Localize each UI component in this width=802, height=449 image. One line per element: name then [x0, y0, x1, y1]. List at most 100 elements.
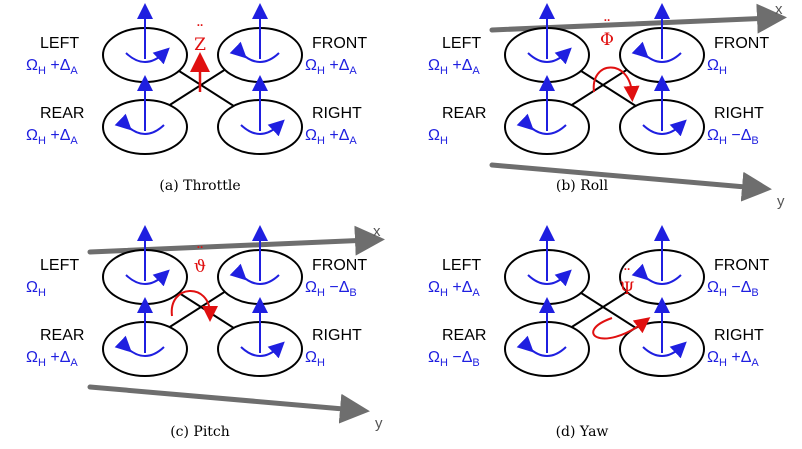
label-delta: Δ	[741, 279, 752, 296]
label-op: +	[50, 349, 59, 366]
equation-right: ΩH +ΔA	[707, 349, 759, 369]
label-op: +	[452, 57, 461, 74]
label-sub2: B	[349, 287, 356, 299]
equation-right: ΩH	[305, 349, 325, 369]
rotation-arrow-icon	[229, 263, 280, 285]
label-omega: Ω	[428, 279, 440, 296]
label-op: −	[329, 279, 338, 296]
rotation-arrow-icon	[125, 47, 170, 65]
label-delta: Δ	[462, 279, 473, 296]
equation-right: ΩH −ΔB	[707, 127, 759, 147]
label-op: +	[329, 57, 338, 74]
label-omega: Ω	[428, 349, 440, 366]
double-dot: ¨	[623, 266, 632, 286]
label-right: RIGHT	[714, 327, 764, 344]
label-sub1: H	[440, 357, 448, 369]
rotor-right	[619, 297, 705, 377]
equation-front: ΩH −ΔB	[707, 279, 759, 299]
label-sub2: A	[349, 135, 357, 147]
label-sub1: H	[719, 65, 727, 77]
rotation-arrow-icon	[642, 341, 687, 359]
rotation-arrow-icon	[240, 341, 285, 359]
rotation-arrow-icon	[516, 335, 567, 357]
rotor-right	[217, 297, 303, 377]
label-omega: Ω	[305, 349, 317, 366]
rotation-arrow-icon	[229, 41, 280, 63]
label-front: FRONT	[312, 35, 367, 52]
label-right: RIGHT	[312, 105, 362, 122]
double-dot: ¨	[196, 22, 205, 42]
label-omega: Ω	[707, 127, 719, 144]
accel-symbol: Φ	[600, 30, 614, 50]
label-omega: Ω	[305, 57, 317, 74]
y-axis-arrow	[87, 384, 370, 424]
label-sub1: H	[38, 135, 46, 147]
y-axis-label: y	[777, 193, 785, 210]
panel-caption: (d) Yaw	[556, 424, 609, 440]
label-rear: REAR	[40, 327, 84, 344]
label-op: −	[731, 279, 740, 296]
rotor-left	[504, 3, 590, 83]
label-omega: Ω	[428, 57, 440, 74]
label-delta: Δ	[60, 349, 71, 366]
label-sub2: A	[472, 65, 480, 77]
equation-left: ΩH +ΔA	[26, 57, 78, 77]
label-sub2: A	[751, 357, 759, 369]
rotation-arrow-icon	[527, 47, 572, 65]
equation-rear: ΩH	[428, 127, 448, 147]
rotor-front	[217, 3, 303, 83]
label-omega: Ω	[26, 57, 38, 74]
label-sub1: H	[440, 65, 448, 77]
label-delta: Δ	[339, 57, 350, 74]
rotation-arrow-icon	[642, 119, 687, 137]
label-sub2: B	[751, 287, 758, 299]
label-right: RIGHT	[714, 105, 764, 122]
label-sub1: H	[38, 65, 46, 77]
label-op: +	[452, 279, 461, 296]
label-sub1: H	[317, 287, 325, 299]
rotor-left	[102, 225, 188, 305]
rotor-rear	[102, 297, 188, 377]
label-omega: Ω	[26, 349, 38, 366]
torque-arrow-icon	[592, 66, 640, 102]
label-omega: Ω	[707, 279, 719, 296]
label-omega: Ω	[707, 57, 719, 74]
rotor-left	[504, 225, 590, 305]
rotor-right	[217, 75, 303, 155]
label-omega: Ω	[428, 127, 440, 144]
x-axis-label: x	[775, 1, 783, 18]
label-sub1: H	[719, 357, 727, 369]
label-omega: Ω	[26, 127, 38, 144]
rotor-rear	[504, 75, 590, 155]
y-axis-arrow	[489, 162, 772, 202]
label-right: RIGHT	[312, 327, 362, 344]
label-sub2: A	[472, 287, 480, 299]
label-delta: Δ	[462, 349, 473, 366]
label-rear: REAR	[442, 105, 486, 122]
label-left: LEFT	[40, 257, 79, 274]
accel-symbol: Ψ	[620, 279, 635, 299]
rotor-rear	[102, 75, 188, 155]
label-op: +	[329, 127, 338, 144]
label-op: −	[452, 349, 461, 366]
label-delta: Δ	[741, 349, 752, 366]
label-op: +	[50, 57, 59, 74]
rotor-rear	[504, 297, 590, 377]
rotor-left	[102, 3, 188, 83]
panel-caption: (a) Throttle	[159, 178, 240, 194]
double-dot: ¨	[196, 244, 205, 264]
label-sub1: H	[317, 65, 325, 77]
label-left: LEFT	[442, 257, 481, 274]
rotation-arrow-icon	[631, 263, 682, 285]
rotation-arrow-icon	[240, 119, 285, 137]
rotation-arrow-icon	[516, 113, 567, 135]
accel-symbol: ϑ	[194, 257, 206, 277]
equation-rear: ΩH −ΔB	[428, 349, 480, 369]
label-delta: Δ	[741, 127, 752, 144]
label-sub1: H	[317, 357, 325, 369]
label-op: +	[50, 127, 59, 144]
x-axis-arrow	[87, 225, 385, 256]
label-sub1: H	[317, 135, 325, 147]
label-sub1: H	[38, 287, 46, 299]
